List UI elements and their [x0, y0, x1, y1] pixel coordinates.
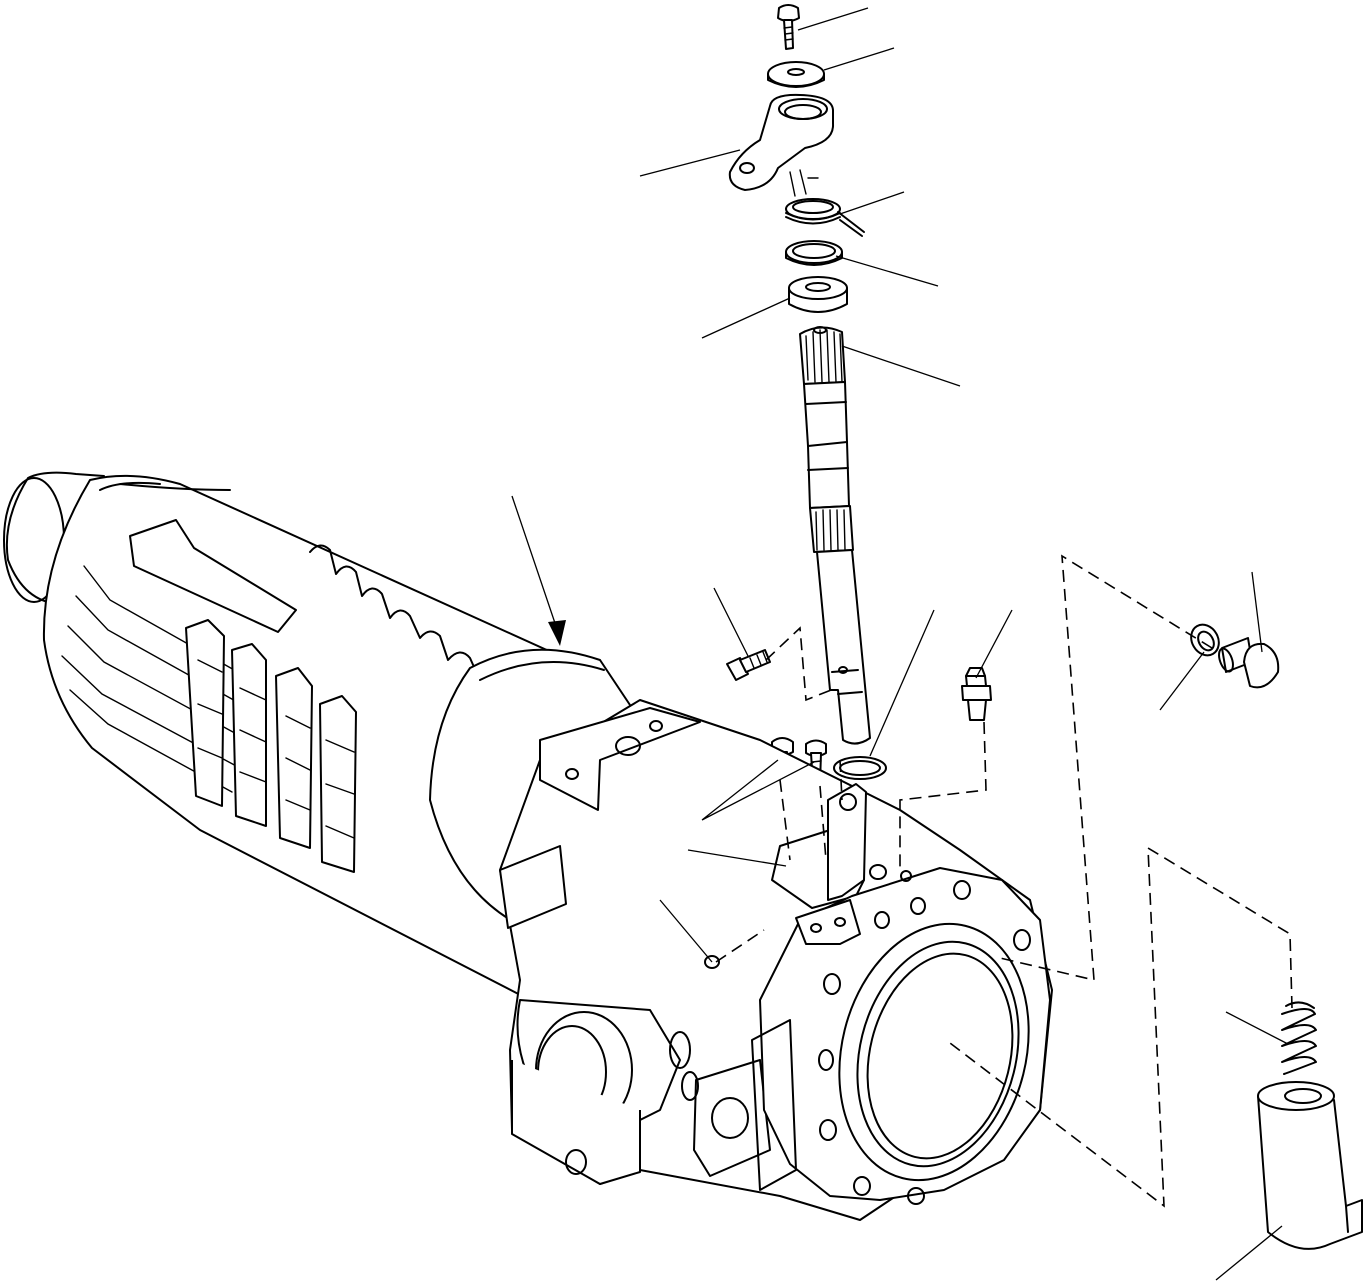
- pin-sleeve[interactable]: [1258, 1082, 1362, 1249]
- seal-ring[interactable]: [786, 241, 842, 265]
- splined-shaft[interactable]: [800, 327, 870, 744]
- bushing[interactable]: [789, 277, 847, 312]
- arrowhead: [548, 620, 566, 646]
- assembly-dash-lines: [716, 556, 1292, 1206]
- lever-arm[interactable]: [730, 95, 833, 196]
- compression-spring[interactable]: [1282, 1002, 1316, 1074]
- o-ring[interactable]: [834, 757, 886, 779]
- leader-lines: [512, 8, 1288, 1280]
- transmission-case: [500, 700, 1055, 1220]
- small-bolt-left[interactable]: [727, 650, 770, 680]
- fitting[interactable]: [962, 668, 991, 720]
- washer[interactable]: [768, 62, 824, 87]
- side-bolt[interactable]: [1216, 638, 1278, 687]
- top-bolt[interactable]: [778, 5, 799, 49]
- spring-clip[interactable]: [786, 199, 864, 236]
